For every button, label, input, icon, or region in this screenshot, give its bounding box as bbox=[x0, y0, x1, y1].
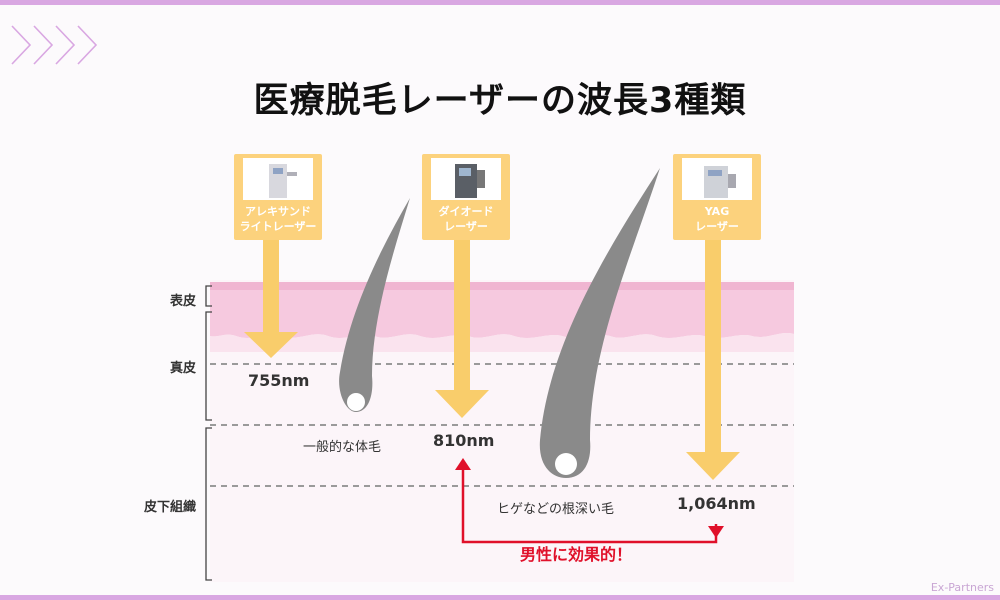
wavelength-755: 755nm bbox=[248, 371, 310, 390]
laser-card-diode: ダイオード レーザー bbox=[422, 154, 510, 240]
laser-card-alexandrite: アレキサンド ライトレーザー bbox=[234, 154, 322, 240]
hair-normal bbox=[339, 198, 410, 412]
laser-name: YAG レーザー bbox=[695, 205, 739, 233]
layer-label-epidermis: 表皮 bbox=[170, 294, 197, 309]
watermark: Ex-Partners bbox=[930, 581, 994, 594]
page-title: 医療脱毛レーザーの波長3種類 bbox=[253, 81, 747, 121]
effect-callout: 男性に効果的！ bbox=[520, 545, 633, 564]
laser-card-yag: YAG レーザー bbox=[673, 154, 761, 240]
laser-device-icon bbox=[431, 158, 501, 200]
top-accent-bar bbox=[0, 0, 1000, 5]
laser-name: アレキサンド ライトレーザー bbox=[239, 205, 317, 233]
wavelength-810: 810nm bbox=[433, 431, 495, 450]
bottom-accent-bar bbox=[0, 595, 1000, 600]
layer-label-dermis: 真皮 bbox=[170, 361, 197, 376]
laser-device-icon bbox=[682, 158, 752, 200]
hair-label-deep: ヒゲなどの根深い毛 bbox=[497, 502, 615, 517]
layer-label-subcutaneous: 皮下組織 bbox=[144, 500, 197, 515]
hair-label-normal: 一般的な体毛 bbox=[303, 440, 382, 455]
wavelength-1064: 1,064nm bbox=[677, 494, 756, 513]
laser-device-icon bbox=[243, 158, 313, 200]
chevron-right-icon bbox=[11, 25, 98, 65]
hair-deep bbox=[539, 168, 660, 478]
laser-name: ダイオード レーザー bbox=[438, 205, 494, 233]
